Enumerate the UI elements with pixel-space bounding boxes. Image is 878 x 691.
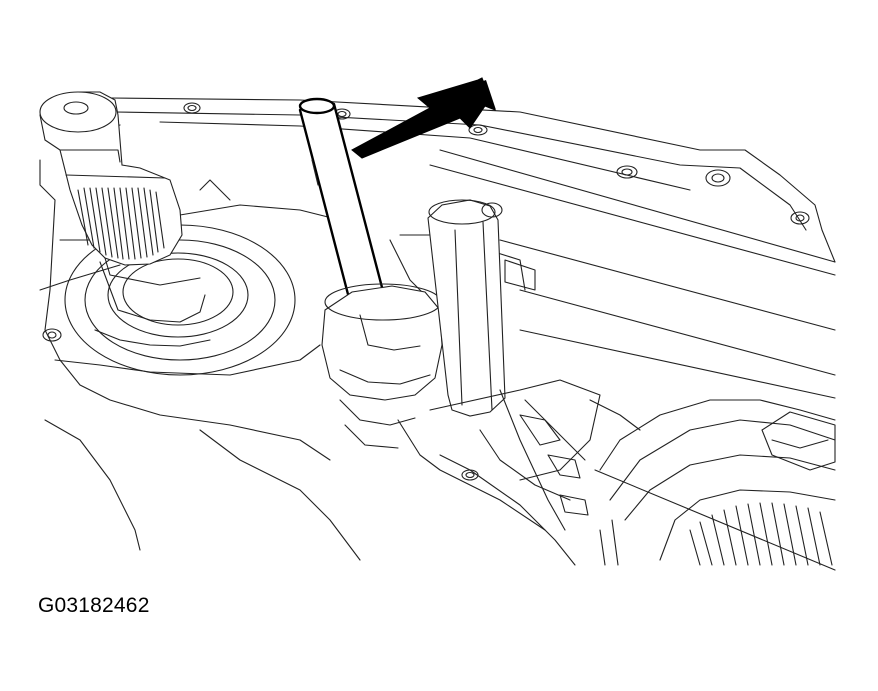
shaft-splines xyxy=(77,187,165,260)
case-ribs xyxy=(429,379,641,566)
output-shaft xyxy=(39,91,296,376)
flange-bolts xyxy=(42,102,810,481)
figure-id-label: G03182462 xyxy=(38,594,150,617)
tool-collar xyxy=(321,283,546,531)
alignment-pin xyxy=(427,199,506,417)
arrow-icon xyxy=(351,77,496,159)
ring-gear xyxy=(594,399,836,571)
ring-gear-teeth xyxy=(689,502,833,566)
transmission-housing xyxy=(39,97,836,561)
special-tool-rod xyxy=(298,97,391,321)
